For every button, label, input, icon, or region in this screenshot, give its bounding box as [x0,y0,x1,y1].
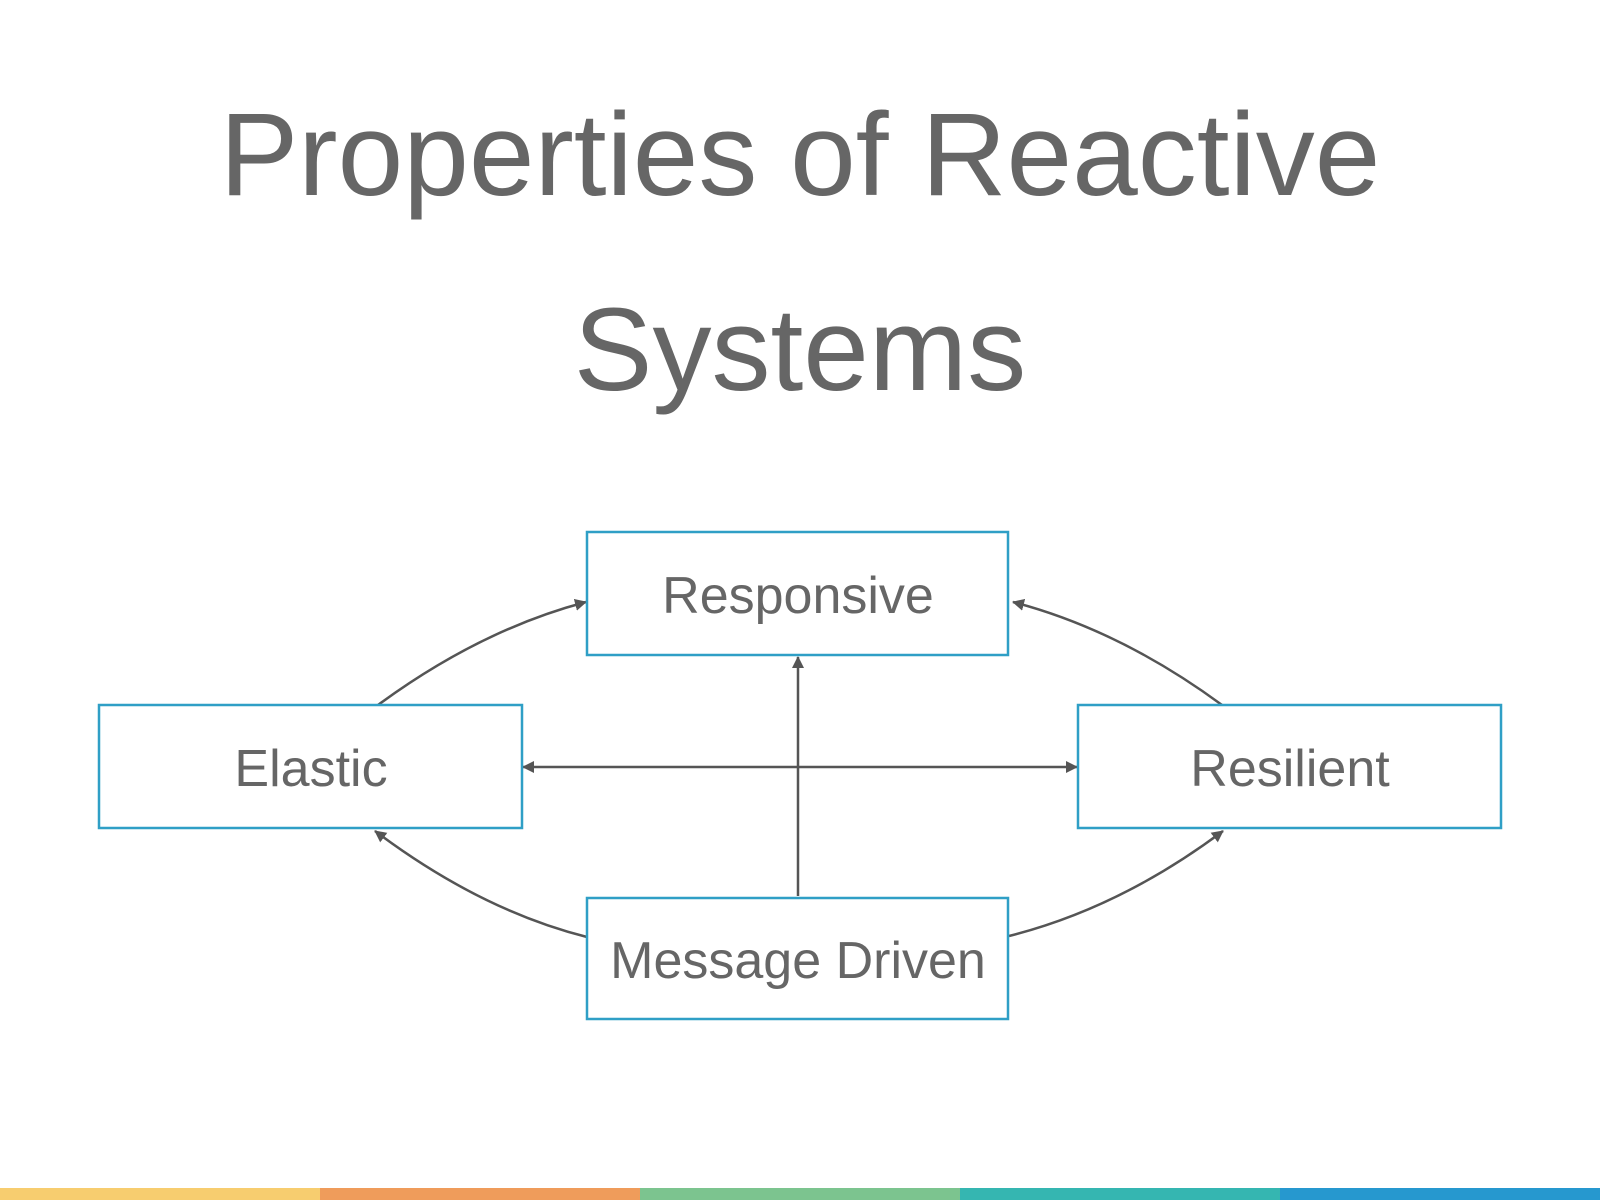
edge-message-driven-to-elastic [374,830,588,939]
node-message-driven: Message Driven [585,896,1010,1021]
slide-title-line-2: Systems [573,284,1027,416]
node-responsive-label: Responsive [662,567,934,625]
node-resilient-label: Resilient [1190,740,1390,798]
node-message-driven-box [585,896,1010,1021]
footer-segment-green [640,1188,960,1200]
edge-resilient-to-responsive [1012,598,1223,707]
slide-title-line-1: Properties of Reactive [219,89,1381,221]
node-elastic: Elastic [97,703,524,830]
edge-elastic-to-responsive [377,599,587,707]
node-resilient-box [1076,703,1503,830]
node-responsive-box [585,530,1010,657]
footer-segment-orange [320,1188,640,1200]
node-message-driven-label: Message Driven [610,932,986,990]
footer-segment-teal [960,1188,1280,1200]
node-elastic-label: Elastic [234,740,387,798]
node-elastic-box [97,703,524,830]
node-resilient: Resilient [1076,703,1503,830]
footer-segment-yellow [0,1188,320,1200]
slide-title: Properties of Reactive Systems [0,58,1600,448]
footer-color-bar [0,1188,1600,1200]
node-responsive: Responsive [585,530,1010,657]
edge-message-driven-to-resilient [1008,829,1224,938]
footer-segment-blue [1280,1188,1600,1200]
